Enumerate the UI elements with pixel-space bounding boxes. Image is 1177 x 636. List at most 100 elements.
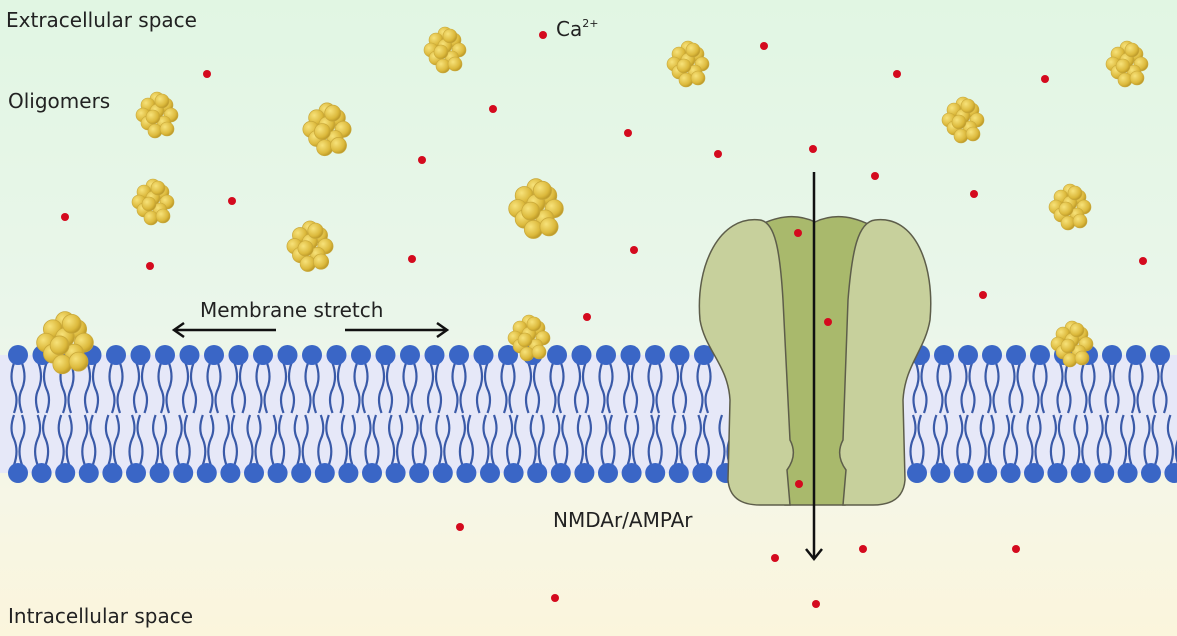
lipid-tail (348, 414, 356, 466)
lipid-head-outer (645, 345, 665, 365)
lipid-head-inner (31, 463, 52, 483)
oligomer-bead (154, 93, 170, 109)
lipid-tail (671, 414, 679, 466)
lipid-head-inner (456, 463, 477, 483)
lipid-head-inner (409, 463, 430, 483)
calcium-ion (624, 129, 632, 137)
lipid-tail (396, 414, 404, 466)
oligomer-bead (68, 351, 89, 372)
lipid-tail (34, 414, 42, 466)
lipid-tail (557, 362, 565, 414)
calcium-ion (539, 31, 547, 39)
lipid-tail (606, 362, 614, 414)
lipid-head-outer (375, 345, 396, 365)
calcium-ion (979, 291, 987, 299)
lipid-tail (451, 362, 459, 414)
oligomer-bead (1124, 42, 1140, 58)
lipid-tail (573, 362, 582, 414)
lipid-tail (328, 362, 337, 414)
lipid-head-inner (8, 463, 28, 483)
lipid-head-outer (424, 345, 445, 365)
lipid-tail (529, 414, 537, 466)
lipid-tail (419, 414, 427, 466)
lipid-tail (655, 414, 663, 466)
lipid-head-outer (326, 345, 347, 365)
lipid-head-inner (527, 463, 548, 483)
lipid-head-outer (982, 345, 1002, 365)
oligomer-bead (159, 121, 175, 137)
lipid-tail (979, 414, 987, 466)
calcium-ion (859, 545, 867, 553)
lipid-head-outer (277, 345, 298, 365)
lipid-tail (435, 414, 443, 466)
lipid-tail (128, 414, 136, 466)
lipid-tail (1152, 362, 1160, 414)
calcium-ion (551, 594, 559, 602)
lipid-tail (42, 414, 50, 466)
lipid-tail (466, 414, 474, 466)
lipid-tail (312, 362, 320, 414)
lipid-tail (1056, 362, 1064, 414)
lipid-tail (1088, 362, 1096, 414)
lipid-head-inner (244, 463, 264, 483)
lipid-tail (152, 414, 160, 466)
calcium-ion (714, 150, 722, 158)
oligomer-clusters (36, 26, 1149, 375)
lipid-head-inner (338, 463, 359, 483)
lipid-tail (647, 414, 655, 466)
lipid-tail (694, 414, 702, 466)
oligomer-bead (519, 346, 535, 362)
lipid-tail (157, 362, 165, 414)
oligomer (302, 102, 352, 157)
lipid-tail (576, 414, 584, 466)
lipid-tail (317, 414, 325, 466)
lipid-tail (1064, 362, 1072, 414)
lipid-tail (632, 414, 640, 466)
lipid-head-outer (130, 345, 151, 365)
lipid-tail (909, 414, 917, 466)
lipid-tail (1128, 414, 1136, 466)
calcium-ion (760, 42, 768, 50)
lipid-tail (402, 362, 410, 414)
lipid-tail (67, 362, 75, 414)
oligomer-bead (1060, 215, 1076, 231)
oligomer-bead (678, 72, 694, 88)
calcium-ion (489, 105, 497, 113)
oligomer-bead (150, 180, 166, 196)
lipid-tail (91, 362, 100, 414)
lipid-head-outer (596, 345, 616, 365)
calcium-influx-arrow (805, 172, 823, 562)
lipid-tail (104, 414, 112, 466)
lipid-head-inner (385, 463, 406, 483)
oligomer-bead (1060, 338, 1076, 354)
membrane-stretch-label: Membrane stretch (200, 298, 384, 322)
lipid-head-inner (1047, 463, 1068, 483)
lipid-tail (1026, 414, 1034, 466)
lipid-head-inner (1070, 463, 1091, 483)
lipid-head-outer (204, 345, 224, 365)
oligomer-bead (147, 123, 163, 139)
oligomer (508, 178, 564, 239)
oligomer-bead (533, 180, 552, 200)
calcium-ion (794, 229, 802, 237)
calcium-ion (795, 480, 803, 488)
oligomer-bead (145, 109, 161, 125)
lipid-head-outer (1126, 345, 1146, 365)
oligomer-bead (526, 316, 542, 332)
oligomer-bead (539, 217, 559, 237)
oligomer (941, 96, 985, 144)
lipid-tail (1128, 362, 1136, 414)
calcium-ions (61, 31, 1147, 608)
calcium-ion (893, 70, 901, 78)
lipid-tail (932, 414, 940, 466)
lipid-tail (364, 414, 372, 466)
oligomer-bead (433, 44, 449, 60)
oligomer (1105, 40, 1149, 88)
lipid-head-outer (958, 345, 978, 365)
lipid-head-outer (351, 345, 371, 365)
lipid-head-inner (55, 463, 76, 483)
calcium-ion (1041, 75, 1049, 83)
lipid-tail (704, 362, 712, 414)
oligomer-bead (299, 255, 316, 272)
